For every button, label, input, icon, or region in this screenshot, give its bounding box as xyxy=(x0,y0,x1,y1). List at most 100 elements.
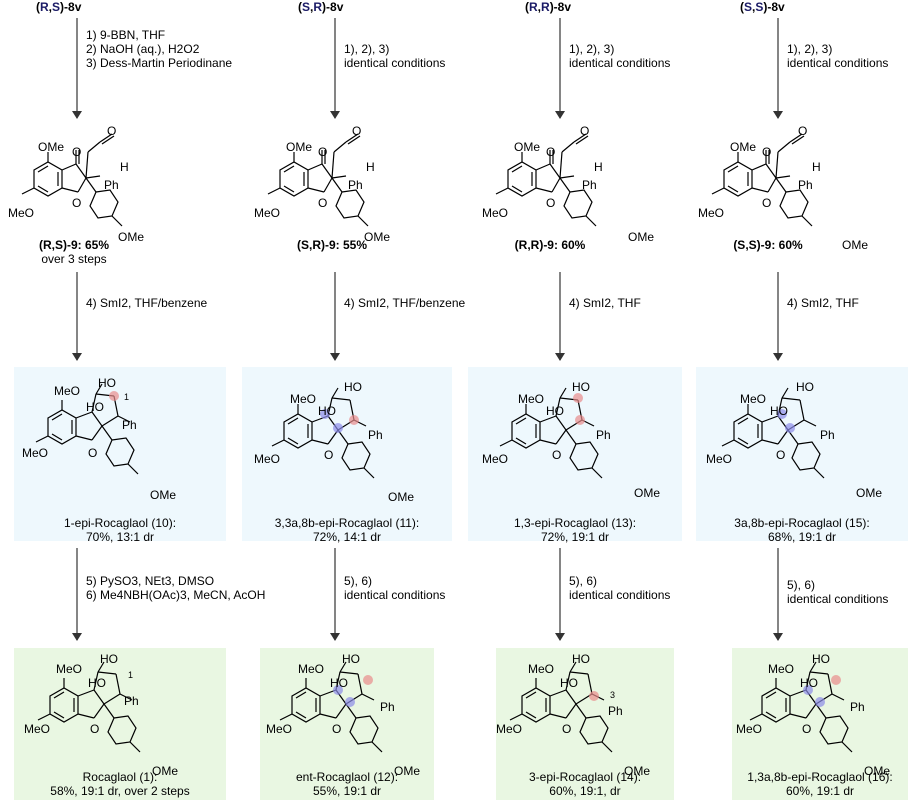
atom-meo: MeO xyxy=(298,662,325,676)
atom-ph: Ph xyxy=(124,694,139,708)
step-1-3-col-4: 1), 2), 3)identical conditions xyxy=(787,42,889,70)
atom-meo: MeO xyxy=(518,392,545,406)
atom-ph: Ph xyxy=(608,704,623,718)
atom-h: H xyxy=(594,160,603,174)
atom-meo: MeO xyxy=(698,206,725,220)
diol-caption-col-1: 1-epi-Rocaglaol (10):70%, 13:1 dr xyxy=(63,516,177,544)
atom-ome: OMe xyxy=(38,140,65,154)
step-1-3-col-3: 1), 2), 3)identical conditions xyxy=(569,42,671,70)
atom-meo: MeO xyxy=(8,206,35,220)
diol-caption-col-3: 1,3-epi-Rocaglaol (13):72%, 19:1 dr xyxy=(513,516,637,544)
atom-meo: MeO xyxy=(56,662,83,676)
atom-c3: 3 xyxy=(610,690,616,700)
atom-meo: MeO xyxy=(706,452,733,466)
final-caption-col-3: 3-epi-Rocaglaol (14):60%, 19:1, dr xyxy=(528,770,642,798)
atom-meo: MeO xyxy=(482,452,509,466)
header-col-3: (R,R)-8v xyxy=(525,0,572,14)
atom-ome: OMe xyxy=(624,764,651,778)
atom-ph: Ph xyxy=(798,178,813,192)
atom-meo: MeO xyxy=(54,384,81,398)
atom-ph: Ph xyxy=(368,428,383,442)
atom-ph: Ph xyxy=(380,700,395,714)
product-box-11 xyxy=(242,367,452,541)
atom-ome: OMe xyxy=(152,764,179,778)
atom-ome: OMe xyxy=(864,764,891,778)
atom-meo: MeO xyxy=(22,446,49,460)
header-col-4: (S,S)-8v xyxy=(740,0,785,14)
atom-o: O xyxy=(324,448,334,462)
atom-ho: HO xyxy=(560,676,578,690)
atom-ho: HO xyxy=(98,376,116,390)
stereo-highlights xyxy=(109,391,841,707)
diol-caption-col-2: 3,3a,8b-epi-Rocaglaol (11):72%, 14:1 dr xyxy=(274,516,420,544)
atom-ho: HO xyxy=(100,652,118,666)
atom-o: O xyxy=(88,446,98,460)
atom-c1: 1 xyxy=(128,670,134,680)
atom-o: O xyxy=(798,124,808,138)
atom-ho: HO xyxy=(344,380,362,394)
atom-ho: HO xyxy=(572,380,590,394)
step-4-col-4: 4) SmI2, THF xyxy=(787,296,859,310)
step-4-col-2: 4) SmI2, THF/benzene xyxy=(344,296,466,310)
atom-ph: Ph xyxy=(122,418,137,432)
atom-ho: HO xyxy=(546,404,564,418)
final-caption-col-1: Rocaglaol (1):58%, 19:1 dr, over 2 steps xyxy=(50,770,190,798)
step-5-6-col-2: 5), 6)identical conditions xyxy=(344,574,446,602)
atom-ome: OMe xyxy=(286,140,313,154)
atom-ome: OMe xyxy=(856,486,883,500)
atom-o: O xyxy=(72,145,82,159)
atom-ho: HO xyxy=(330,676,348,690)
atom-meo: MeO xyxy=(736,722,763,736)
atom-h: H xyxy=(366,160,375,174)
atom-meo: MeO xyxy=(24,722,51,736)
step-4-col-1: 4) SmI2, THF/benzene xyxy=(86,296,208,310)
atom-meo: MeO xyxy=(290,392,317,406)
aldehyde-label-col-1: (R,S)-9: 65%over 3 steps xyxy=(38,238,109,266)
atom-ph: Ph xyxy=(582,178,597,192)
atom-o: O xyxy=(546,145,556,159)
aldehyde-label-col-3: (R,R)-9: 60% xyxy=(514,238,586,252)
atom-ome: OMe xyxy=(118,230,145,244)
atom-o: O xyxy=(776,448,786,462)
atom-meo: MeO xyxy=(254,206,281,220)
step-1-3-col-2: 1), 2), 3)identical conditions xyxy=(344,42,446,70)
atom-o: O xyxy=(762,145,772,159)
atom-h: H xyxy=(812,160,821,174)
atom-o: O xyxy=(762,196,772,210)
atom-ph: Ph xyxy=(348,178,363,192)
step-4-col-3: 4) SmI2, THF xyxy=(569,296,641,310)
atom-ome: OMe xyxy=(634,486,661,500)
atom-ho: HO xyxy=(318,404,336,418)
atom-ho: HO xyxy=(86,400,104,414)
atom-ho: HO xyxy=(342,652,360,666)
atom-ome: OMe xyxy=(842,238,869,252)
atom-o: O xyxy=(546,196,556,210)
atom-meo: MeO xyxy=(254,452,281,466)
atom-ome: OMe xyxy=(730,140,757,154)
atom-ome: OMe xyxy=(514,140,541,154)
atom-meo: MeO xyxy=(768,662,795,676)
atom-o: O xyxy=(802,722,812,736)
atom-o: O xyxy=(318,145,328,159)
atom-meo: MeO xyxy=(496,722,523,736)
atom-meo: MeO xyxy=(266,722,293,736)
atom-ph: Ph xyxy=(850,700,865,714)
atom-meo: MeO xyxy=(528,662,555,676)
atom-ph: Ph xyxy=(104,178,119,192)
atom-o: O xyxy=(562,722,572,736)
header-col-1: (R,S)-8v xyxy=(36,0,82,14)
atom-ome: OMe xyxy=(388,490,415,504)
atom-ome: OMe xyxy=(364,230,391,244)
atom-o: O xyxy=(552,448,562,462)
atom-o: O xyxy=(72,196,82,210)
product-box-10 xyxy=(14,367,226,541)
final-caption-col-4: 1,3a,8b-epi-Rocaglaol (16):60%, 19:1 dr xyxy=(747,770,893,798)
final-box-1 xyxy=(14,648,226,800)
atom-o: O xyxy=(352,124,362,138)
product-box-15 xyxy=(696,367,908,541)
atom-ho: HO xyxy=(812,652,830,666)
atom-c1: 1 xyxy=(124,392,130,402)
atom-o: O xyxy=(580,124,590,138)
